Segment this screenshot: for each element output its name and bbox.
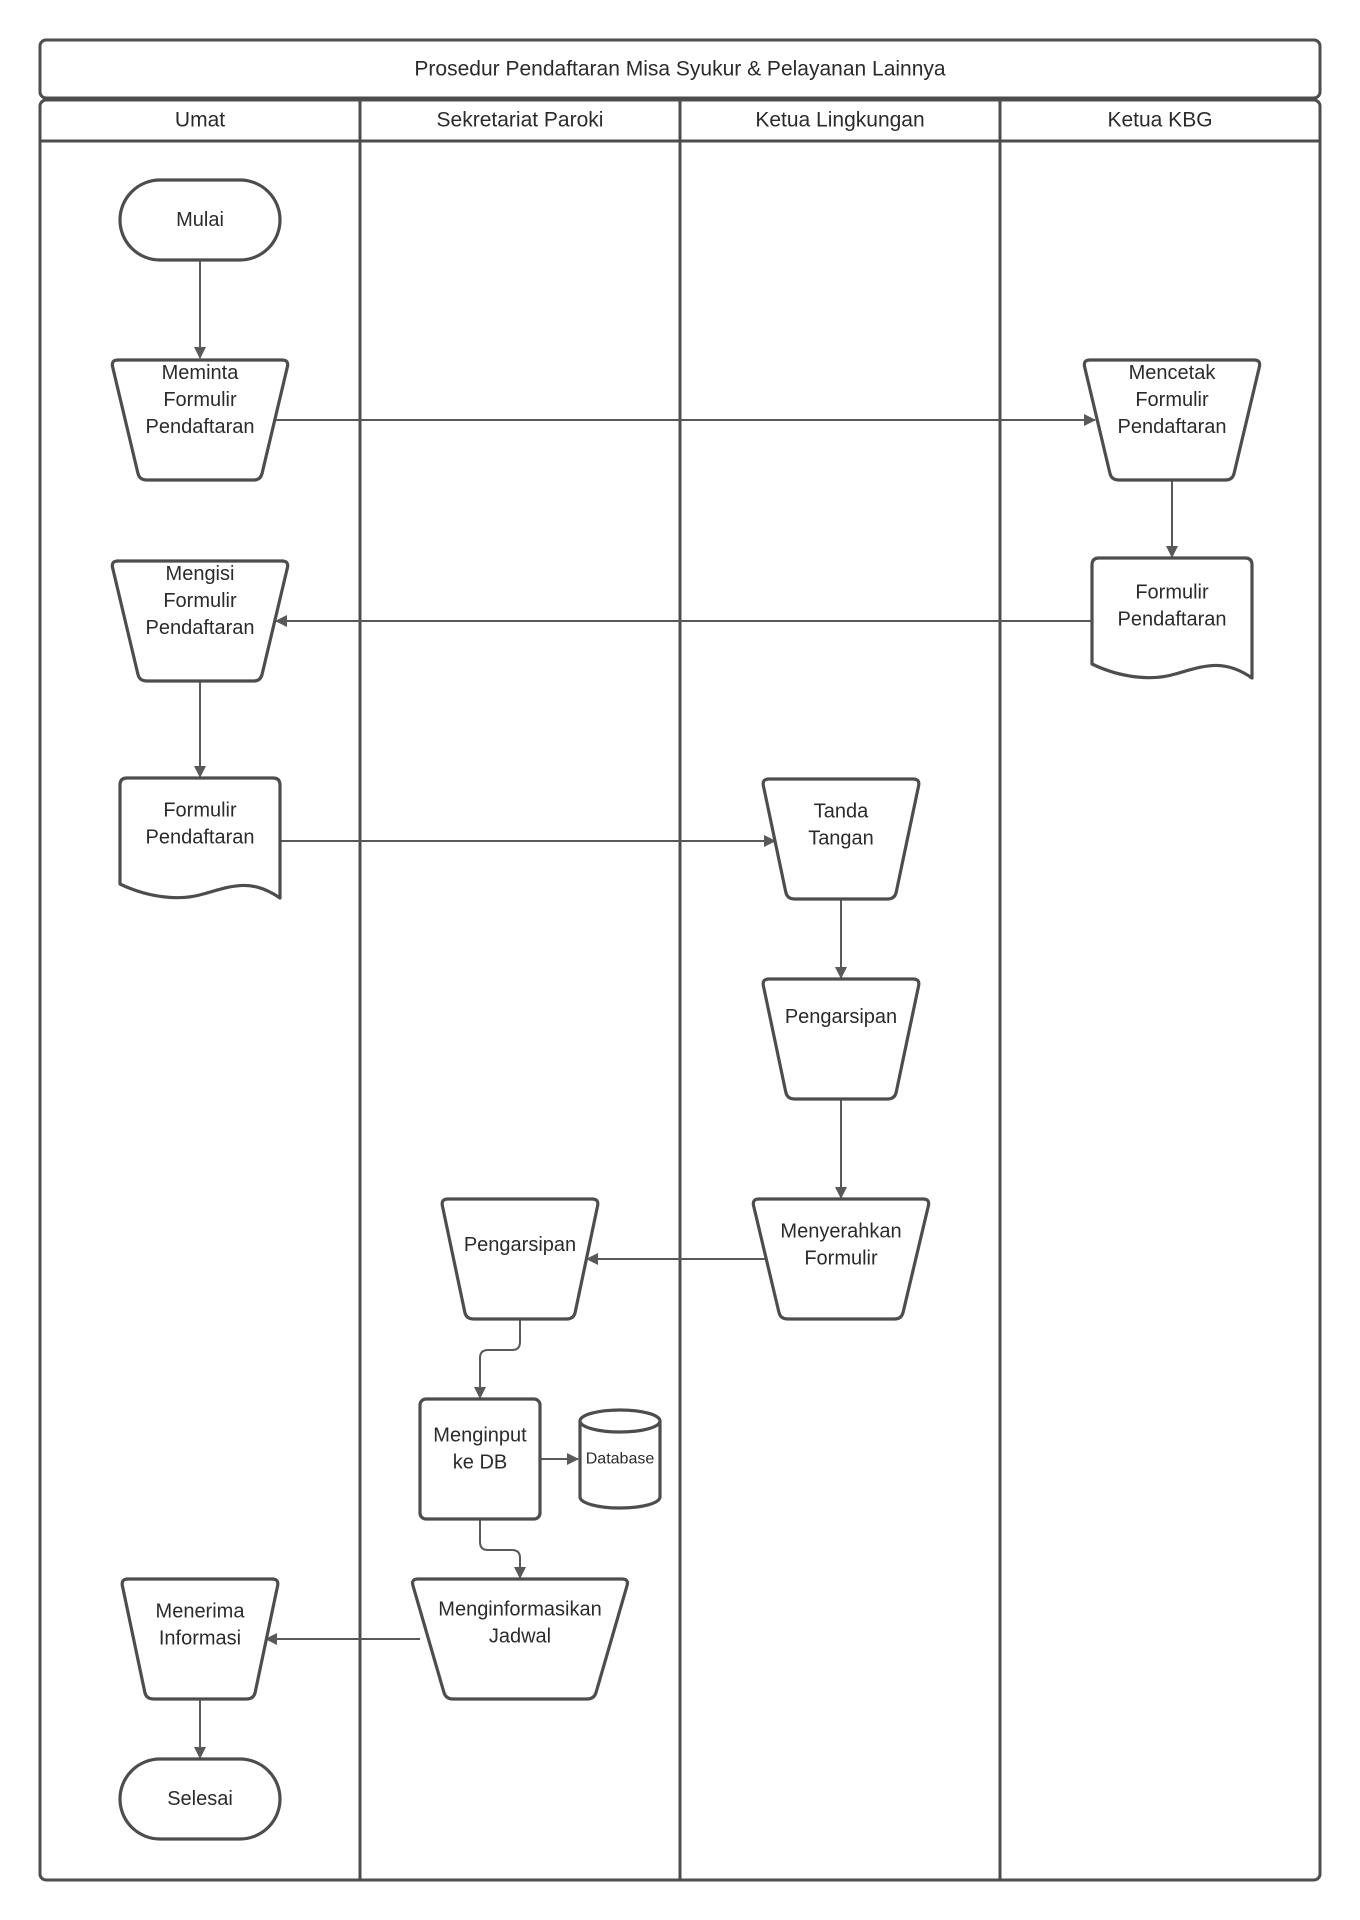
document-shape xyxy=(1090,556,1254,680)
node-label-line: Menyerahkan xyxy=(780,1221,901,1243)
manual-operation-shape xyxy=(761,977,921,1101)
node-selesai: Selesai xyxy=(118,1757,282,1841)
lane-header-ketua-kbg: Ketua KBG xyxy=(1107,109,1212,132)
node-pengarsipan-lingk: Pengarsipan xyxy=(761,977,921,1101)
node-menginput: Menginput ke DB xyxy=(418,1397,542,1521)
node-label-line: Formulir xyxy=(163,590,237,612)
node-label-line: Formulir xyxy=(163,389,237,411)
node-label-line: Tangan xyxy=(808,828,874,850)
lane-header-umat: Umat xyxy=(175,109,225,132)
database-shape xyxy=(578,1408,662,1510)
manual-operation-shape xyxy=(110,559,290,683)
node-label-line: Menginformasikan xyxy=(438,1599,601,1621)
manual-operation-shape xyxy=(751,1197,931,1321)
database-top-rim xyxy=(578,1420,662,1434)
manual-operation-shape xyxy=(110,358,290,482)
node-label-line: Database xyxy=(586,1451,655,1468)
arrow-menginput-to-menginformasikan xyxy=(479,1519,526,1579)
node-label-line: Pendaftaran xyxy=(1118,609,1227,631)
node-label-line: Menginput xyxy=(433,1425,527,1447)
arrow-pengarsipan-sekr-to-menginput xyxy=(474,1319,521,1399)
node-label-line: Formulir xyxy=(804,1248,878,1270)
manual-operation-shape xyxy=(410,1577,630,1701)
node-label-line: Formulir xyxy=(1135,582,1209,604)
terminator-shape xyxy=(118,178,282,262)
node-label-line: Informasi xyxy=(159,1628,241,1650)
node-label-line: Pendaftaran xyxy=(146,827,255,849)
lane-header-ketua-lingkungan: Ketua Lingkungan xyxy=(755,109,924,132)
manual-operation-shape xyxy=(440,1197,600,1321)
process-shape xyxy=(418,1397,542,1521)
node-label-line: ke DB xyxy=(453,1452,507,1474)
node-label-line: Pendaftaran xyxy=(1118,416,1227,438)
node-mulai: Mulai xyxy=(118,178,282,262)
manual-operation-shape xyxy=(120,1577,280,1701)
title-bar xyxy=(38,38,1322,100)
node-label-line: Pendaftaran xyxy=(146,617,255,639)
node-label-line: Tanda xyxy=(814,801,869,823)
node-label-line: Mulai xyxy=(176,209,224,231)
node-database: Database xyxy=(578,1408,662,1510)
node-pengarsipan-sekr: Pengarsipan xyxy=(440,1197,600,1321)
node-label-line: Mencetak xyxy=(1129,362,1217,384)
node-label-line: Menerima xyxy=(156,1601,246,1623)
manual-operation-shape xyxy=(1082,358,1262,482)
node-label-line: Meminta xyxy=(162,362,240,384)
document-shape xyxy=(118,776,282,900)
node-label-line: Pengarsipan xyxy=(785,1006,897,1028)
node-label-line: Pendaftaran xyxy=(146,416,255,438)
node-label-line: Formulir xyxy=(1135,389,1209,411)
diagram-title: Prosedur Pendaftaran Misa Syukur & Pelay… xyxy=(414,58,945,81)
node-label-line: Selesai xyxy=(167,1788,233,1810)
node-label-line: Jadwal xyxy=(489,1626,551,1648)
lane-header-sekretariat-paroki: Sekretariat Paroki xyxy=(437,109,604,132)
nodes: MulaiMemintaFormulirPendaftaranMencetakF… xyxy=(110,178,1262,1841)
manual-operation-shape xyxy=(761,777,921,901)
node-label-line: Mengisi xyxy=(166,563,235,585)
connectors xyxy=(194,260,1178,1759)
node-label-line: Formulir xyxy=(163,800,237,822)
node-label-line: Pengarsipan xyxy=(464,1234,576,1256)
terminator-shape xyxy=(118,1757,282,1841)
